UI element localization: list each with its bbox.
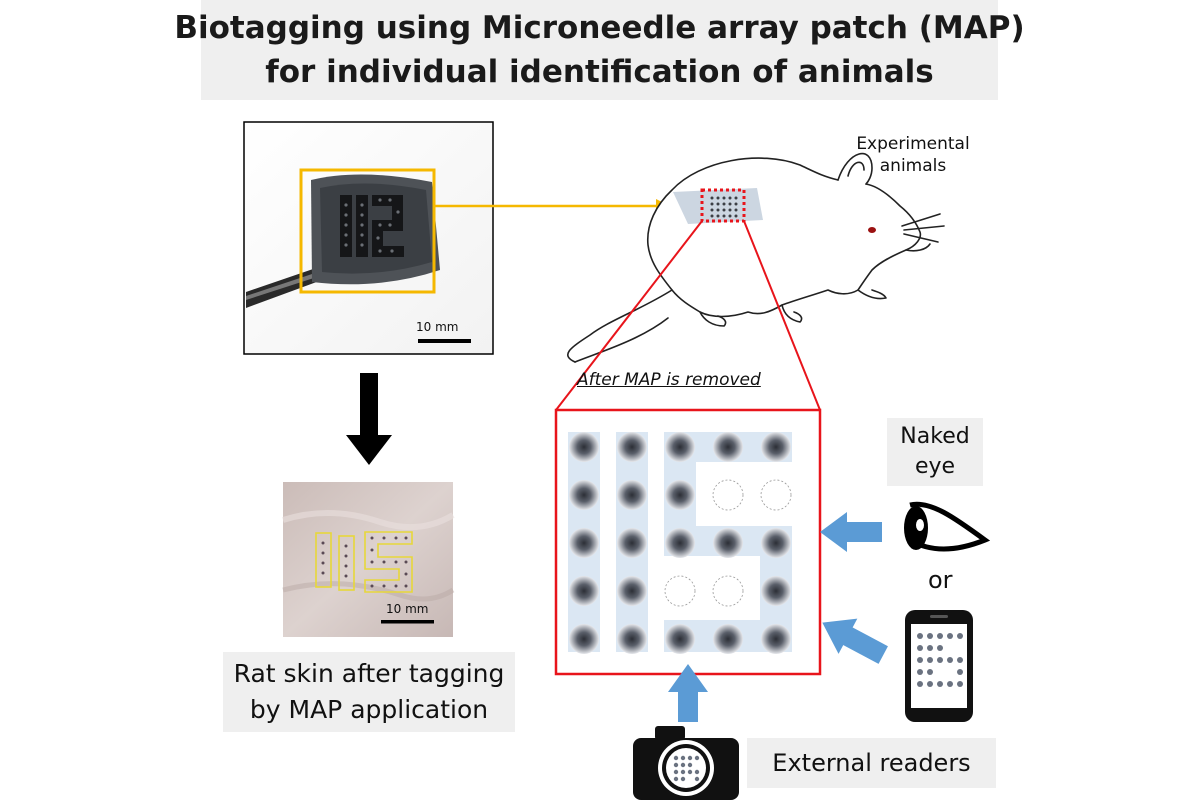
- skin-photo: [282, 482, 455, 637]
- needle-mark: [569, 528, 599, 558]
- needle-mark: [617, 528, 647, 558]
- patch-photo: [243, 121, 494, 355]
- skin-scale-bar: [381, 620, 434, 624]
- empty-needle-slot: [712, 575, 744, 607]
- needle-mark: [665, 624, 695, 654]
- patch-photo-frame: [243, 121, 494, 355]
- naked-eye-line-1: Naked: [900, 424, 970, 449]
- naked-eye-line-2: eye: [914, 454, 956, 479]
- needle-mark: [569, 576, 599, 606]
- needle-mark: [665, 432, 695, 462]
- eye-icon: [904, 501, 991, 552]
- rat-patch: [673, 188, 763, 224]
- needle-mark: [761, 528, 791, 558]
- naked-eye-label: Naked eye: [887, 418, 983, 486]
- or-text: or: [928, 566, 953, 594]
- needle-mark: [713, 432, 743, 462]
- needle-mark: [665, 480, 695, 510]
- patch-scale-bar: [418, 339, 471, 343]
- needle-mark: [713, 624, 743, 654]
- rat-illustration: [567, 152, 945, 363]
- patch-scale-label: 10 mm: [416, 320, 459, 334]
- empty-needle-slot: [664, 575, 696, 607]
- title-line-1: Biotagging using Microneedle array patch…: [174, 10, 1025, 46]
- skin-tag-dots: [321, 536, 408, 588]
- needle-mark: [761, 624, 791, 654]
- reader-arrows: [668, 512, 888, 722]
- empty-needle-slot: [760, 479, 792, 511]
- patch-needle-pattern: [340, 195, 404, 257]
- dot-layer: [569, 432, 792, 654]
- camera-icon: [633, 726, 739, 800]
- rat-skin-caption-line-1: Rat skin after tagging: [233, 659, 505, 688]
- skin-scale-label: 10 mm: [386, 602, 429, 616]
- rat-skin-caption: Rat skin after tagging by MAP applicatio…: [223, 652, 515, 732]
- down-arrow: [346, 373, 392, 465]
- needle-mark: [761, 432, 791, 462]
- rat-skin-caption-line-2: by MAP application: [249, 695, 489, 724]
- needle-mark: [569, 432, 599, 462]
- skin-tag-outlines: [315, 531, 413, 593]
- eye-arrow: [820, 512, 882, 552]
- external-readers-label: External readers: [747, 738, 996, 788]
- needle-mark: [761, 576, 791, 606]
- experimental-animals-label: Experimental animals: [838, 133, 988, 177]
- external-readers-text: External readers: [772, 749, 971, 777]
- title-banner: Biotagging using Microneedle array patch…: [174, 0, 1025, 100]
- rat-eye: [868, 227, 876, 233]
- dot-grid-panel: [554, 408, 822, 676]
- needle-mark: [569, 624, 599, 654]
- needle-mark: [569, 480, 599, 510]
- skin-photo-bg: [283, 482, 453, 637]
- phone-icon: [905, 610, 973, 722]
- needle-mark: [665, 528, 695, 558]
- experimental-animals-line-2: animals: [879, 156, 947, 176]
- title-line-2: for individual identification of animals: [265, 54, 934, 90]
- needle-mark: [713, 528, 743, 558]
- camera-arrow: [668, 664, 708, 722]
- after-removed-label: After MAP is removed: [577, 370, 761, 390]
- patch-highlight-box: [299, 168, 436, 294]
- phone-arrow: [822, 618, 888, 664]
- needle-mark: [617, 624, 647, 654]
- experimental-animals-line-1: Experimental: [856, 134, 970, 154]
- zoom-lines: [555, 220, 821, 411]
- needle-mark: [617, 576, 647, 606]
- needle-mark: [617, 432, 647, 462]
- needle-mark: [617, 480, 647, 510]
- empty-needle-slot: [712, 479, 744, 511]
